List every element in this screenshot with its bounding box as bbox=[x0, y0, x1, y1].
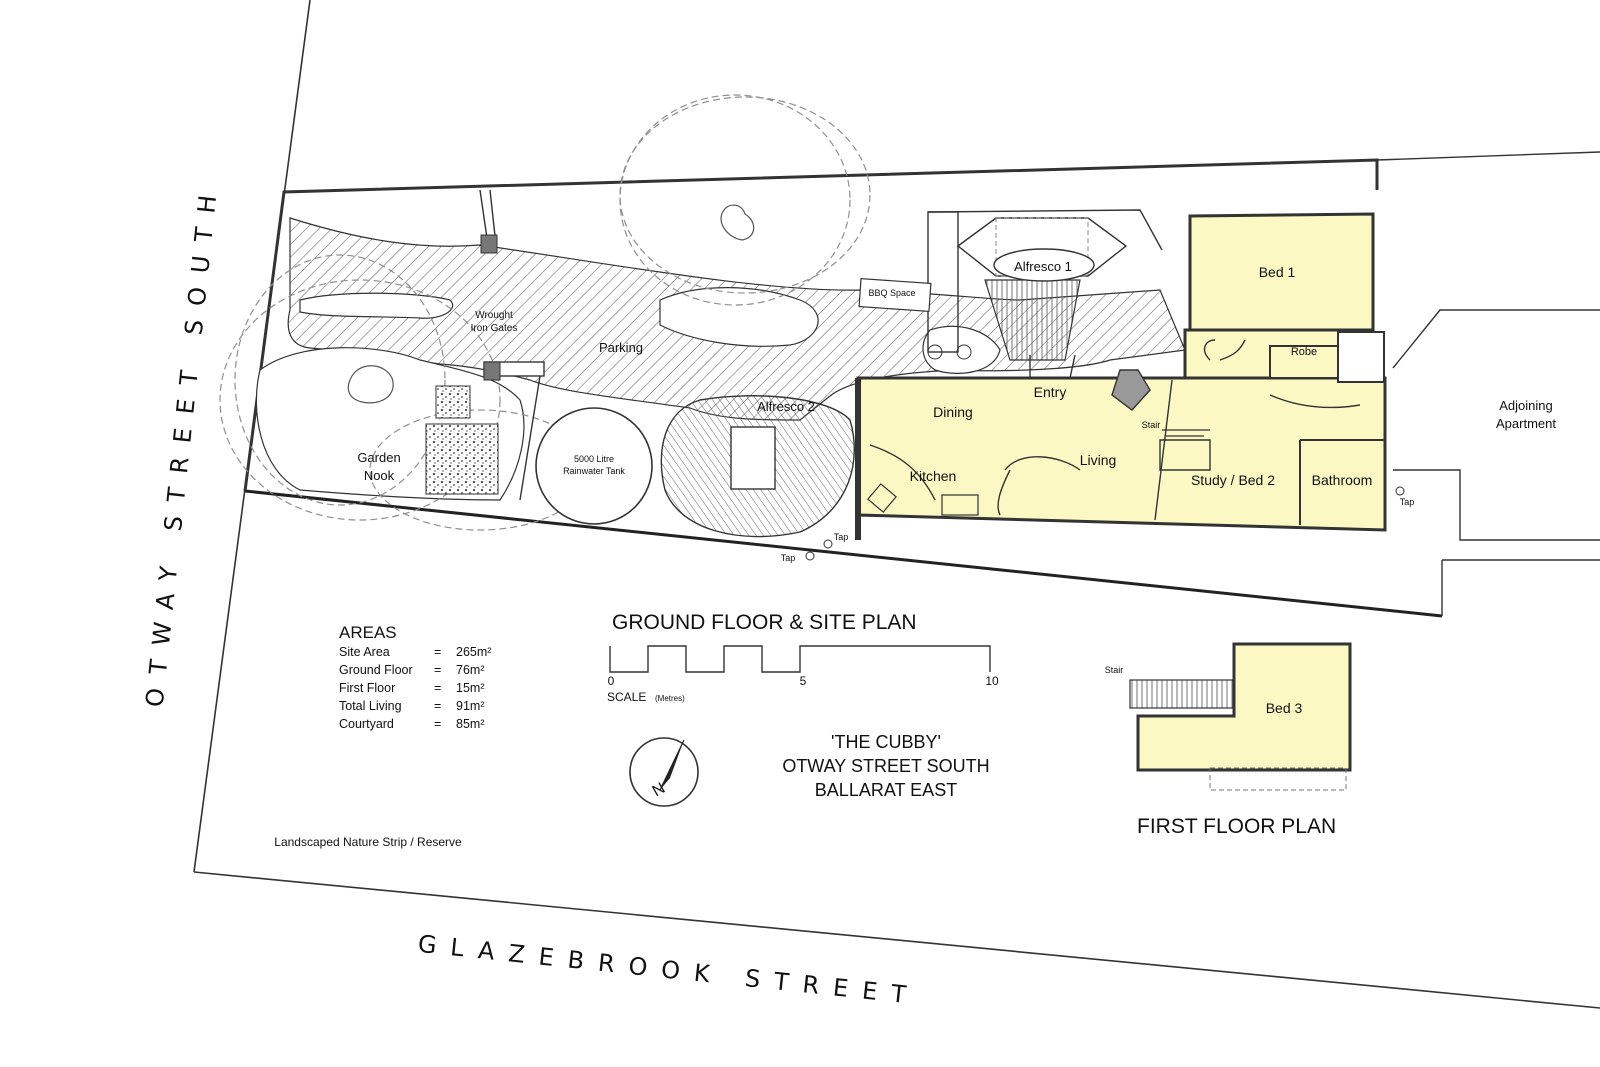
site-label-gates-2: Iron Gates bbox=[471, 323, 518, 334]
wrought-iron-gates bbox=[479, 189, 545, 501]
ground-floor-title: GROUND FLOOR & SITE PLAN bbox=[612, 611, 917, 634]
room-label-living: Living bbox=[1080, 452, 1117, 468]
areas-row-eq: = bbox=[434, 681, 441, 695]
site-label-tap-2: Tap bbox=[834, 532, 849, 542]
north-arrow bbox=[629, 737, 699, 807]
site-label-bbq: BBQ Space bbox=[868, 288, 915, 298]
room-label-study: Study / Bed 2 bbox=[1191, 472, 1275, 488]
areas-row-label: Ground Floor bbox=[339, 663, 413, 677]
scale-bar bbox=[609, 645, 991, 673]
ground-floor-house bbox=[855, 212, 1387, 540]
site-label-nature-strip: Landscaped Nature Strip / Reserve bbox=[274, 835, 462, 849]
areas-row-value: 265m² bbox=[456, 645, 491, 659]
property-boundary bbox=[243, 151, 1600, 618]
site-label-alfresco2: Alfresco 2 bbox=[757, 399, 815, 414]
areas-row-value: 76m² bbox=[456, 663, 484, 677]
room-label-dining: Dining bbox=[933, 404, 973, 420]
scale-tick-10: 10 bbox=[985, 674, 999, 688]
room-label-bathroom: Bathroom bbox=[1312, 472, 1373, 488]
areas-heading: AREAS bbox=[339, 623, 397, 642]
street-label-otway: OTWAY STREET SOUTH bbox=[141, 180, 224, 708]
site-label-tap-1: Tap bbox=[781, 553, 796, 563]
room-label-bed3: Bed 3 bbox=[1266, 700, 1303, 716]
site-label-adjoining-2: Apartment bbox=[1496, 416, 1556, 431]
title-line-3: BALLARAT EAST bbox=[815, 780, 957, 800]
areas-row-label: Site Area bbox=[339, 645, 390, 659]
alfresco-2-deck bbox=[660, 395, 856, 538]
room-label-stair-ff: Stair bbox=[1105, 665, 1124, 675]
site-label-parking: Parking bbox=[599, 340, 643, 355]
areas-row-value: 91m² bbox=[456, 699, 484, 713]
site-label-gates-1: Wrought bbox=[475, 310, 513, 321]
site-label-alfresco1: Alfresco 1 bbox=[1014, 259, 1072, 274]
room-label-kitchen: Kitchen bbox=[910, 468, 957, 484]
room-label-robe: Robe bbox=[1291, 346, 1317, 358]
street-label-glazebrook: GLAZEBROOK STREET bbox=[417, 930, 922, 1011]
areas-row-eq: = bbox=[434, 645, 441, 659]
room-label-bed1: Bed 1 bbox=[1259, 264, 1296, 280]
areas-row-value: 15m² bbox=[456, 681, 484, 695]
site-label-tank-2: Rainwater Tank bbox=[563, 466, 625, 476]
first-floor-title: FIRST FLOOR PLAN bbox=[1137, 815, 1336, 838]
site-label-garden-2: Nook bbox=[364, 468, 395, 483]
areas-row-label: Total Living bbox=[339, 699, 402, 713]
scale-tick-0: 0 bbox=[608, 674, 615, 688]
scale-unit: (Metres) bbox=[655, 694, 685, 703]
first-floor-house bbox=[1129, 642, 1352, 791]
areas-row-eq: = bbox=[434, 663, 441, 677]
garden-nook-features bbox=[425, 385, 499, 495]
areas-row-value: 85m² bbox=[456, 717, 484, 731]
areas-table: Site Area = 265m² Ground Floor = 76m² Fi… bbox=[339, 645, 491, 731]
areas-row-label: First Floor bbox=[339, 681, 395, 695]
site-label-tank-1: 5000 Litre bbox=[574, 454, 614, 464]
scale-label: SCALE bbox=[607, 690, 646, 704]
areas-row-eq: = bbox=[434, 699, 441, 713]
scale-tick-5: 5 bbox=[800, 674, 807, 688]
areas-row-label: Courtyard bbox=[339, 717, 394, 731]
title-line-2: OTWAY STREET SOUTH bbox=[782, 756, 989, 776]
room-label-entry: Entry bbox=[1034, 384, 1067, 400]
site-label-garden-1: Garden bbox=[357, 450, 400, 465]
site-label-adjoining-1: Adjoining bbox=[1499, 398, 1553, 413]
title-line-1: 'THE CUBBY' bbox=[831, 732, 941, 752]
rainwater-tank bbox=[535, 407, 653, 525]
room-label-stair: Stair bbox=[1142, 420, 1161, 430]
areas-row-eq: = bbox=[434, 717, 441, 731]
adjoining-apartment bbox=[1392, 309, 1600, 616]
alfresco-1-courtyard bbox=[858, 209, 1327, 399]
site-label-tap-3: Tap bbox=[1400, 497, 1415, 507]
tap-markers bbox=[805, 486, 1405, 561]
